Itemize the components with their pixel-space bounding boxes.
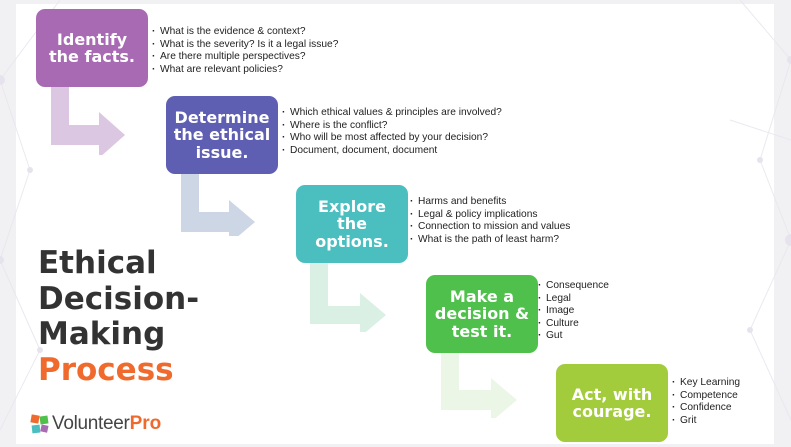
bullet-item: Culture	[538, 318, 609, 331]
logo-word-pro: Pro	[129, 413, 162, 434]
step1-arrow	[51, 85, 125, 155]
bullet-item: Competence	[672, 390, 740, 403]
step2-bullet-list: Which ethical values & principles are in…	[282, 107, 502, 157]
logo-word-volunteer: Volunteer	[52, 413, 130, 434]
step-act-with-courage: Act, with courage.	[556, 364, 668, 442]
bullet-item: What is the evidence & context?	[152, 26, 338, 39]
bullet-item: Key Learning	[672, 377, 740, 390]
step-title: Identify the facts.	[49, 29, 135, 66]
step-title: Explore the options.	[315, 197, 389, 251]
bullet-item: What is the severity? Is it a legal issu…	[152, 39, 338, 52]
diagram-title: Ethical Decision- Making Process	[38, 245, 200, 388]
step-explore-options: Explore the options.	[296, 185, 408, 263]
bullet-item: What are relevant policies?	[152, 64, 338, 77]
step5-bullet-list: Key Learning Competence Confidence Grit	[672, 377, 740, 427]
title-line: Making	[38, 316, 166, 352]
logo-mark-icon	[30, 414, 49, 434]
step-make-decision: Make a decision & test it.	[426, 275, 538, 353]
step-determine-ethical-issue: Determine the ethical issue.	[166, 96, 278, 174]
step3-bullet-list: Harms and benefits Legal & policy implic…	[410, 196, 570, 246]
arrow-shape	[51, 85, 125, 155]
bullet-item: Image	[538, 305, 609, 318]
step1-bullet-list: What is the evidence & context? What is …	[152, 26, 338, 76]
bullet-item: Who will be most affected by your decisi…	[282, 132, 502, 145]
bullet-item: Legal & policy implications	[410, 209, 570, 222]
bullet-item: Harms and benefits	[410, 196, 570, 209]
arrow-shape	[441, 350, 517, 418]
bullet-item: Are there multiple perspectives?	[152, 51, 338, 64]
step-title: Determine the ethical issue.	[173, 108, 271, 162]
bullet-item: Consequence	[538, 280, 609, 293]
title-accent: Process	[38, 351, 174, 388]
bullet-item: What is the path of least harm?	[410, 234, 570, 247]
step2-arrow	[181, 172, 255, 236]
bullet-item: Where is the conflict?	[282, 120, 502, 133]
arrow-shape	[310, 262, 386, 332]
bullet-item: Grit	[672, 415, 740, 428]
step4-arrow	[441, 350, 517, 418]
arrow-shape	[181, 172, 255, 236]
step-title: Make a decision & test it.	[434, 287, 530, 341]
bullet-item: Which ethical values & principles are in…	[282, 107, 502, 120]
bullet-item: Confidence	[672, 402, 740, 415]
bullet-item: Gut	[538, 330, 609, 343]
title-line: Ethical	[38, 245, 157, 281]
bullet-item: Connection to mission and values	[410, 221, 570, 234]
step3-arrow	[310, 262, 386, 332]
bullet-item: Legal	[538, 293, 609, 306]
step-title: Act, with courage.	[571, 384, 653, 421]
step4-bullet-list: Consequence Legal Image Culture Gut	[538, 280, 609, 343]
bullet-item: Document, document, document	[282, 145, 502, 158]
volunteerpro-logo: Volunteer Pro	[30, 413, 161, 435]
step-identify-facts: Identify the facts.	[36, 9, 148, 87]
title-line: Decision-	[38, 280, 200, 317]
